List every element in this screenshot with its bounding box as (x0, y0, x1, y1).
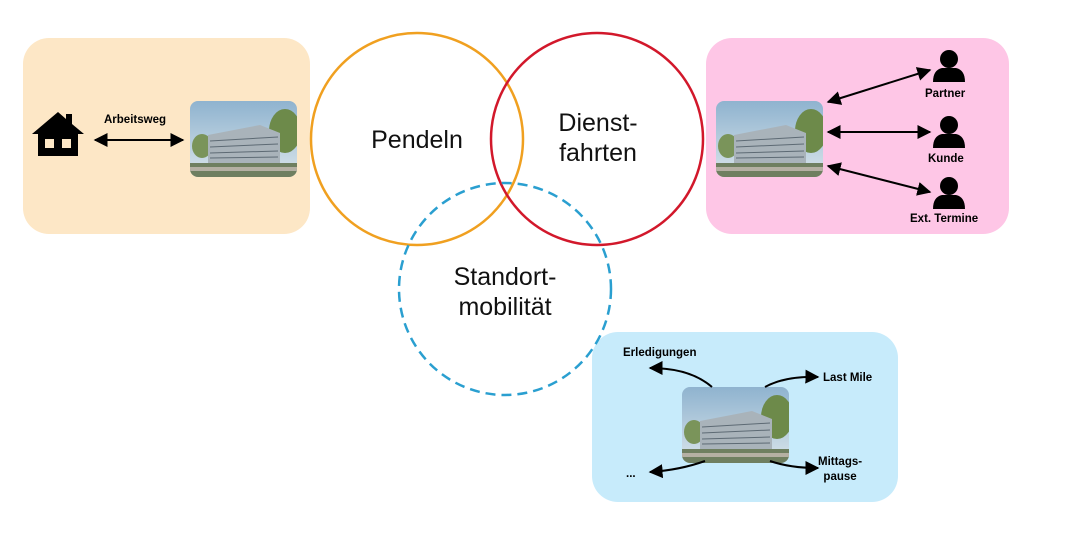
ellipsis-label: ... (626, 468, 636, 480)
standort-label: Standort- mobilität (425, 262, 585, 322)
termine-arrow (826, 162, 932, 196)
partner-arrow (826, 67, 932, 105)
last-mile-label: Last Mile (823, 372, 873, 384)
pendeln-label: Pendeln (371, 126, 463, 154)
building-image-left (190, 101, 297, 177)
mittagspause-line1: Mittags- (818, 456, 863, 468)
standort-line1: Standort- (453, 263, 557, 291)
arbeitsweg-label: Arbeitsweg (104, 114, 166, 126)
mittagspause-label: Mittags- pause (818, 455, 862, 485)
dienstfahrten-label: Dienst- fahrten (528, 108, 668, 168)
erledigungen-arrow (648, 361, 713, 388)
building-image-bottom (682, 387, 789, 463)
building-image-right (716, 101, 823, 177)
dienstfahrten-line2: fahrten (559, 139, 637, 167)
person-icon-termine (933, 177, 965, 209)
standort-circle (397, 181, 613, 397)
ext-termine-label: Ext. Termine (910, 213, 979, 225)
dots-arrow (648, 460, 706, 479)
dienstfahrten-line1: Dienst- (558, 109, 638, 137)
dienstfahrten-circle (489, 31, 705, 247)
person-icon-kunde (933, 116, 965, 148)
mittagspause-arrow (769, 460, 820, 475)
pendeln-circle (309, 31, 525, 247)
standort-line2: mobilität (458, 293, 552, 321)
kunde-label: Kunde (928, 153, 964, 165)
partner-label: Partner (925, 88, 966, 100)
last-mile-arrow (764, 369, 820, 388)
house-icon (32, 112, 84, 156)
erledigungen-label: Erledigungen (623, 347, 697, 359)
mittagspause-line2: pause (823, 471, 857, 483)
person-icon-partner (933, 50, 965, 82)
